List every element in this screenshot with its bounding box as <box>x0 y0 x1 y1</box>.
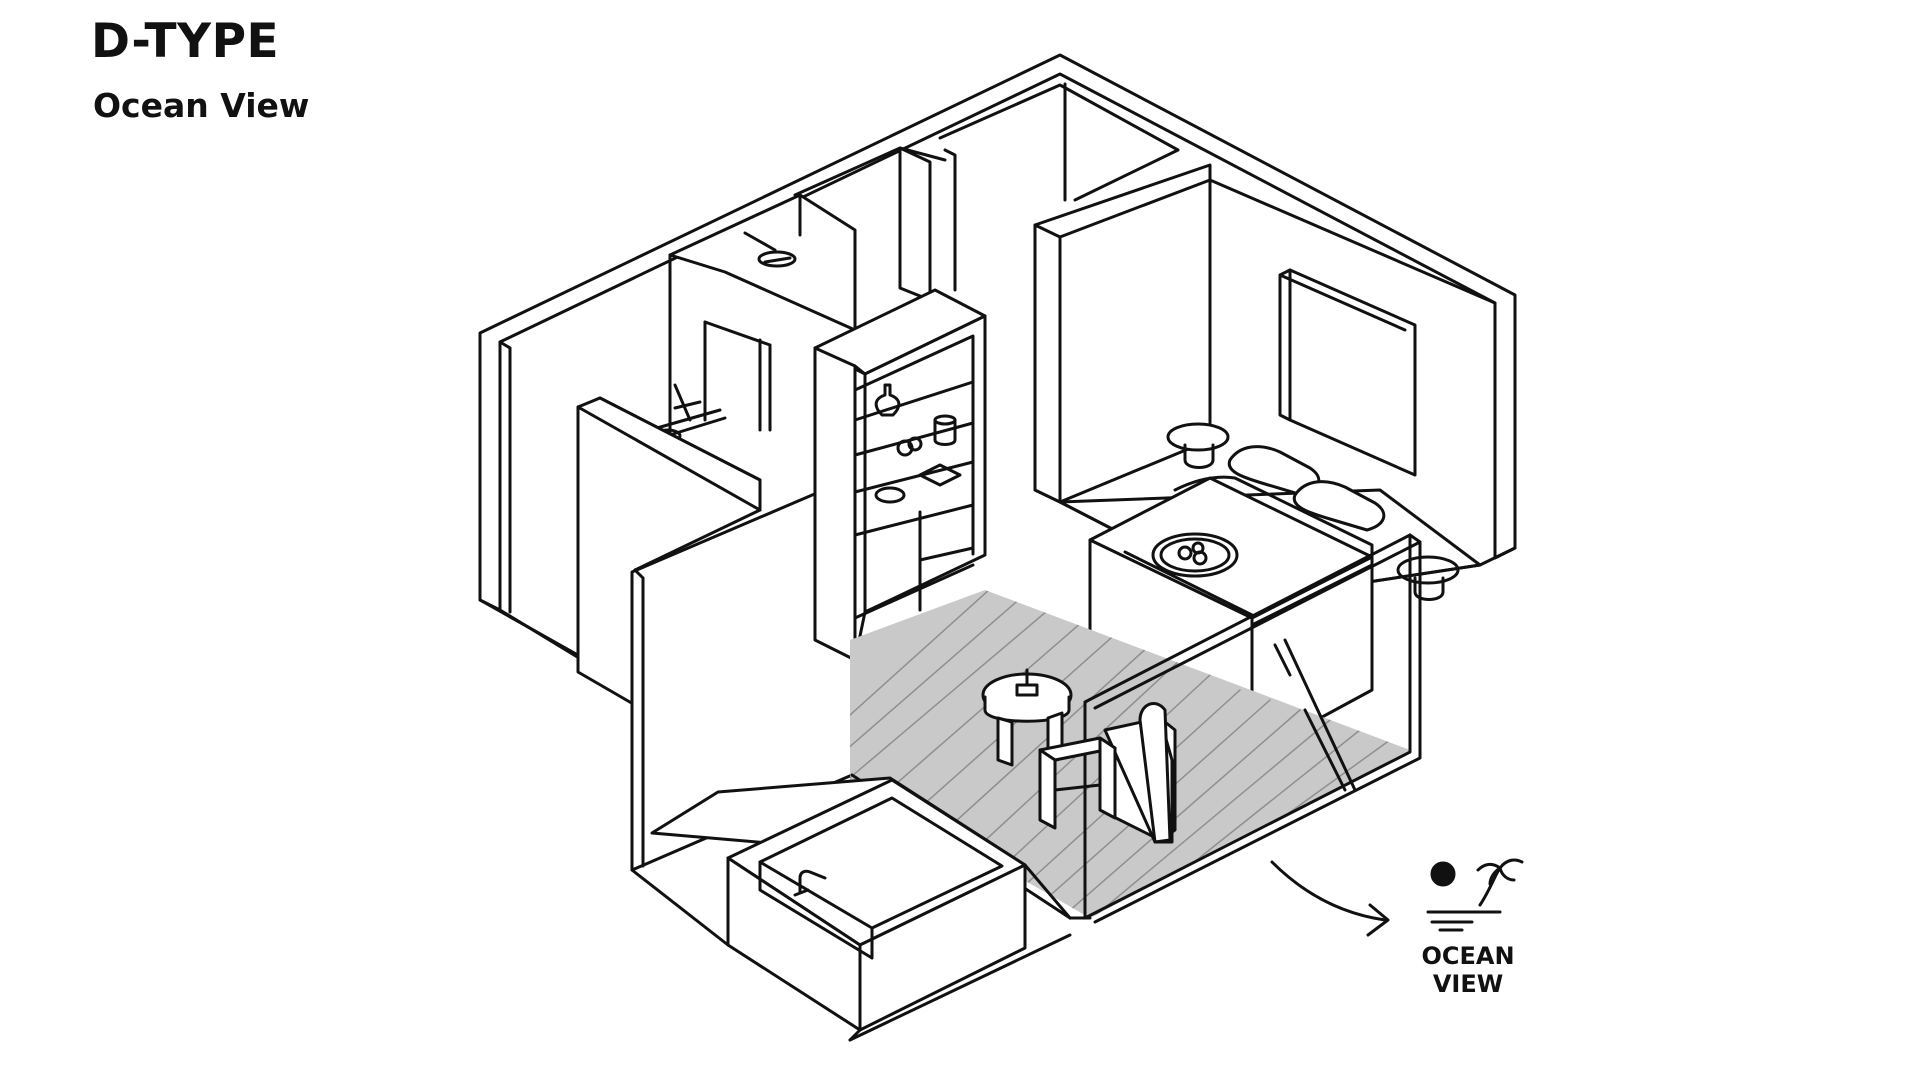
ocean-view-marker: OCEAN VIEW <box>1421 858 1524 998</box>
wall-artwork <box>1278 268 1417 477</box>
room-type-title: D-TYPE <box>91 14 280 69</box>
nightstand-right <box>1396 555 1460 601</box>
room-view-subtitle: Ocean View <box>93 86 310 125</box>
jar-icon <box>933 418 957 446</box>
pillow-icon-2 <box>1292 480 1386 532</box>
kitchenette-shelving <box>813 288 987 662</box>
tray-icon <box>1151 532 1239 578</box>
cup-icon <box>874 486 906 504</box>
arrow-head-icon <box>1366 903 1390 937</box>
floor-outline <box>630 863 1072 1042</box>
side-table <box>981 668 1073 767</box>
left-partition-wall <box>576 396 854 872</box>
tray-icon <box>918 463 962 487</box>
sun-and-palm-icon <box>1426 858 1524 932</box>
vase-icon <box>874 383 901 417</box>
ocean-view-label-line1: OCEAN <box>1421 942 1514 970</box>
ocean-view-label-line2: VIEW <box>1433 970 1503 998</box>
tub-faucet-icon <box>798 869 827 894</box>
shower-head-icon <box>743 231 797 268</box>
nightstand-left <box>1166 422 1230 469</box>
ocean-window-glass <box>1083 533 1422 924</box>
lounge-chair <box>1038 702 1177 844</box>
bedroom-partition <box>1033 163 1497 504</box>
ocean-direction-arrow <box>1270 860 1387 922</box>
bathtub <box>650 776 1027 1032</box>
